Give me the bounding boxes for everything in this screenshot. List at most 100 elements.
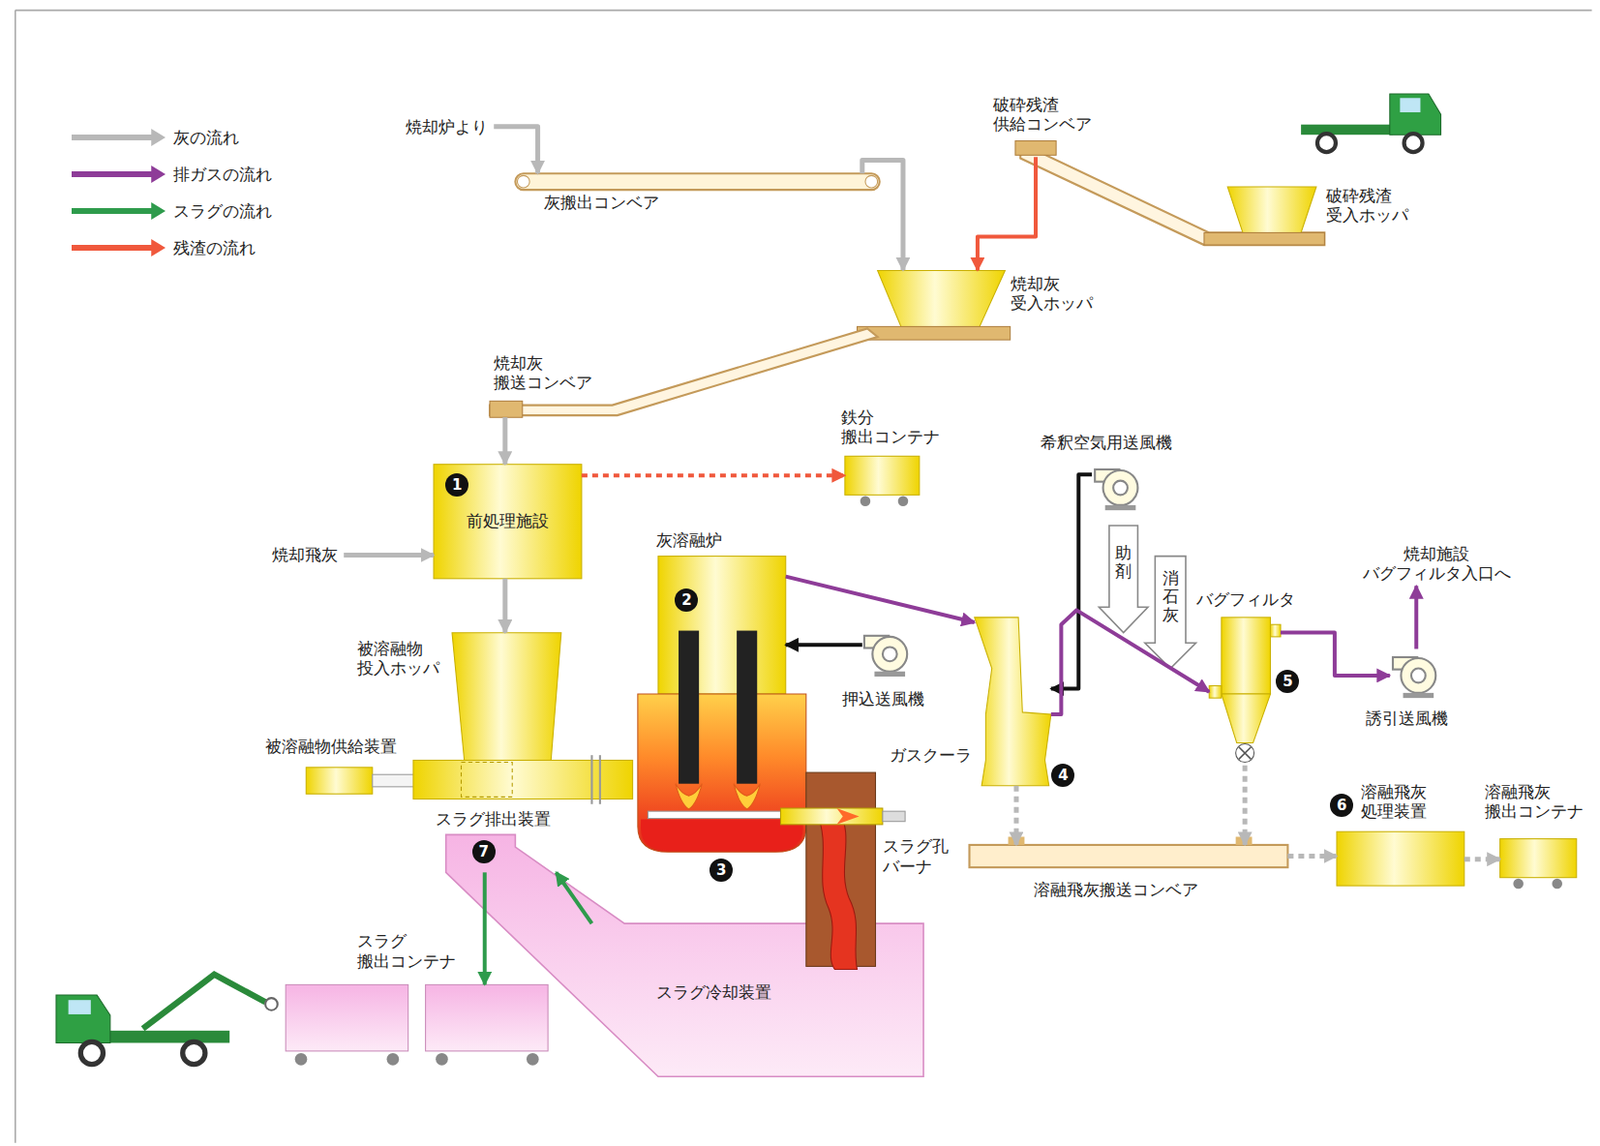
flow-arrow	[1464, 856, 1501, 862]
component-label: 破砕残渣 受入ホッパ	[1326, 185, 1409, 226]
legend-swatch	[71, 200, 166, 222]
plant-component: バグフィルタ	[1208, 617, 1281, 766]
plant-component: 焼却灰 搬送コンベア	[489, 400, 523, 418]
truck	[1300, 124, 1393, 136]
component-label: 助剤	[1115, 543, 1132, 580]
ash-transfer-conveyor	[489, 329, 878, 417]
slag-containers	[295, 1053, 308, 1066]
residue-conveyor	[1015, 141, 1057, 156]
slag-containers	[425, 984, 549, 1052]
component-label: バグフィルタ	[1196, 589, 1296, 609]
bag-filter	[1221, 694, 1271, 744]
component-label: 希釈空気用送風機	[1040, 432, 1173, 453]
flow-arrow	[785, 642, 863, 647]
screw-feeder	[599, 754, 602, 805]
component-label: 溶融飛灰搬送コンベア	[1033, 879, 1199, 900]
component-label: 被溶融物 投入ホッパ	[357, 638, 440, 679]
plant-component: 焼却炉より	[399, 114, 494, 140]
legend-swatch	[150, 165, 166, 183]
plant-component: 被溶融物 投入ホッパ	[452, 633, 562, 761]
gas-cooler	[974, 617, 1052, 786]
flow-arrow	[581, 473, 846, 478]
plant-component: 破砕残渣 受入ホッパ	[1224, 186, 1325, 245]
feed-hopper	[452, 633, 562, 761]
legend-swatch	[71, 244, 155, 251]
component-label: スラグ孔 バーナ	[882, 836, 949, 876]
ash-transfer-conveyor	[489, 329, 878, 419]
ash-conveyor	[514, 173, 879, 190]
bag-filter	[1236, 744, 1255, 763]
truck	[1404, 133, 1423, 152]
component-label: 破砕残渣 供給コンベア	[993, 94, 1092, 135]
legend-swatch	[71, 163, 166, 185]
bag-filter	[1238, 747, 1252, 760]
bag-filter	[1208, 685, 1222, 698]
flow-arrow	[493, 126, 538, 174]
residue-hopper	[1204, 186, 1325, 245]
iron-container	[845, 455, 920, 495]
melting-furnace	[733, 784, 760, 810]
melting-furnace	[647, 811, 801, 818]
residue-hopper	[1227, 186, 1317, 233]
component-label: 焼却施設 バグフィルタ入口へ	[1362, 543, 1511, 584]
flow-arrow	[502, 417, 508, 465]
slag-burner	[780, 808, 906, 825]
truck	[1300, 93, 1441, 152]
flow-arrow	[1287, 853, 1337, 859]
legend-row: 残渣の流れ	[71, 237, 276, 259]
legend-swatch	[71, 126, 166, 149]
screw-feeder	[372, 774, 416, 787]
residue-conveyor	[1015, 141, 1325, 246]
slag-tap	[806, 772, 876, 969]
component-label: 押込送風機	[842, 689, 925, 709]
legend-row: 灰の流れ	[71, 126, 276, 149]
callout-number: 3	[709, 858, 733, 882]
residue-conveyor	[1020, 148, 1325, 245]
slag-containers	[285, 984, 409, 1052]
flow-arrow	[1051, 474, 1092, 689]
ash-conveyor	[514, 173, 879, 190]
melting-furnace	[658, 556, 786, 695]
callout-number: 1	[445, 473, 469, 497]
component-label: 消石灰	[1162, 569, 1179, 624]
melting-furnace	[640, 819, 804, 851]
blowers	[864, 469, 1436, 698]
slag-burner	[836, 808, 859, 825]
plant-component: 灰溶融炉	[658, 556, 786, 695]
component-label: スラグ排出装置	[435, 809, 551, 829]
ash-conveyor	[516, 175, 530, 188]
screw-feeder	[590, 754, 593, 805]
legend-label: 残渣の流れ	[173, 237, 256, 259]
plant-component: スラグ 搬出コンテナ	[285, 984, 551, 1055]
plant-component: 消石灰	[1145, 556, 1197, 669]
legend-swatch	[150, 128, 166, 147]
melting-furnace	[678, 631, 699, 785]
fly-ash-conveyor	[968, 845, 1288, 868]
fly-ash-treatment	[1336, 831, 1465, 886]
plant-component: スラグ排出装置	[446, 834, 579, 873]
truck	[80, 1041, 103, 1064]
slag-containers	[435, 1053, 449, 1066]
bag-filter	[1269, 624, 1281, 637]
ash-transfer-conveyor	[489, 400, 523, 418]
ash-conveyor	[865, 175, 878, 188]
plant-component: 灰搬出コンベア	[514, 173, 879, 190]
callout-number: 2	[674, 588, 698, 612]
legend-swatch	[71, 171, 155, 178]
blowers	[864, 635, 907, 677]
plant-component: 溶融飛灰 処理装置	[1336, 831, 1465, 886]
slag-containers	[387, 1053, 400, 1066]
flow-arrow	[483, 872, 487, 985]
iron-container	[898, 495, 909, 507]
melting-furnace	[637, 694, 807, 852]
slag-containers	[526, 1053, 540, 1066]
screw-feeder	[461, 762, 514, 798]
truck	[1399, 97, 1420, 113]
plant-component: 希釈空気用送風機	[1091, 461, 1146, 514]
flow-arrow	[502, 578, 508, 634]
page-frame	[14, 10, 17, 1144]
flow-arrow	[977, 156, 1036, 271]
page-frame	[15, 9, 1593, 12]
